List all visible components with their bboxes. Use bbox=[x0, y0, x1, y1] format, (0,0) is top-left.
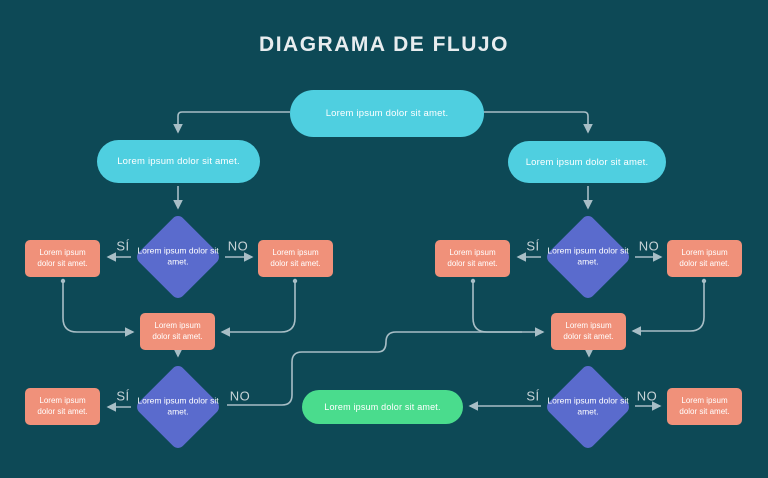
branch-left-node: Lorem ipsum dolor sit amet. bbox=[97, 140, 260, 183]
branch-label-yes: SÍ bbox=[526, 388, 540, 404]
connector-start-dot bbox=[60, 278, 66, 284]
decision-left-2-label: Lorem ipsum dolor sit amet. bbox=[137, 395, 219, 417]
branch-right-node: Lorem ipsum dolor sit amet. bbox=[508, 141, 666, 183]
connector-start-dot bbox=[701, 278, 707, 284]
result-right-no-box: Lorem ipsum dolor sit amet. bbox=[667, 240, 742, 277]
merge-right-box: Lorem ipsum dolor sit amet. bbox=[551, 313, 626, 350]
connector-start-dot bbox=[292, 278, 298, 284]
decision-right-2-label: Lorem ipsum dolor sit amet. bbox=[547, 395, 629, 417]
decision-left-1-label: Lorem ipsum dolor sit amet. bbox=[137, 245, 219, 267]
connector-start-dot bbox=[586, 349, 592, 355]
result-right-yes-box: Lorem ipsum dolor sit amet. bbox=[435, 240, 510, 277]
branch-label-yes: SÍ bbox=[116, 238, 130, 254]
branch-label-yes: SÍ bbox=[116, 388, 130, 404]
result-left-yes-box: Lorem ipsum dolor sit amet. bbox=[25, 240, 100, 277]
result-left-bottom-box: Lorem ipsum dolor sit amet. bbox=[25, 388, 100, 425]
branch-label-no: NO bbox=[227, 238, 249, 254]
branch-label-yes: SÍ bbox=[526, 238, 540, 254]
flow-connector bbox=[472, 281, 522, 333]
flow-connector bbox=[173, 111, 290, 134]
start-node: Lorem ipsum dolor sit amet. bbox=[290, 90, 484, 137]
connector-start-dot bbox=[470, 278, 476, 284]
flow-connector bbox=[631, 281, 705, 336]
branch-label-no: NO bbox=[636, 388, 658, 404]
flow-connector bbox=[483, 111, 593, 134]
flow-connector bbox=[220, 281, 296, 337]
merge-left-box: Lorem ipsum dolor sit amet. bbox=[140, 313, 215, 350]
result-left-no-box: Lorem ipsum dolor sit amet. bbox=[258, 240, 333, 277]
page-title: DIAGRAMA DE FLUJO bbox=[259, 33, 509, 56]
branch-label-no: NO bbox=[638, 238, 660, 254]
decision-right-1-label: Lorem ipsum dolor sit amet. bbox=[547, 245, 629, 267]
flow-connector bbox=[62, 281, 135, 337]
connector-start-dot bbox=[175, 349, 181, 355]
result-right-bottom-box: Lorem ipsum dolor sit amet. bbox=[667, 388, 742, 425]
branch-label-no: NO bbox=[229, 388, 251, 404]
end-node: Lorem ipsum dolor sit amet. bbox=[302, 390, 463, 424]
flow-connector bbox=[227, 327, 545, 406]
